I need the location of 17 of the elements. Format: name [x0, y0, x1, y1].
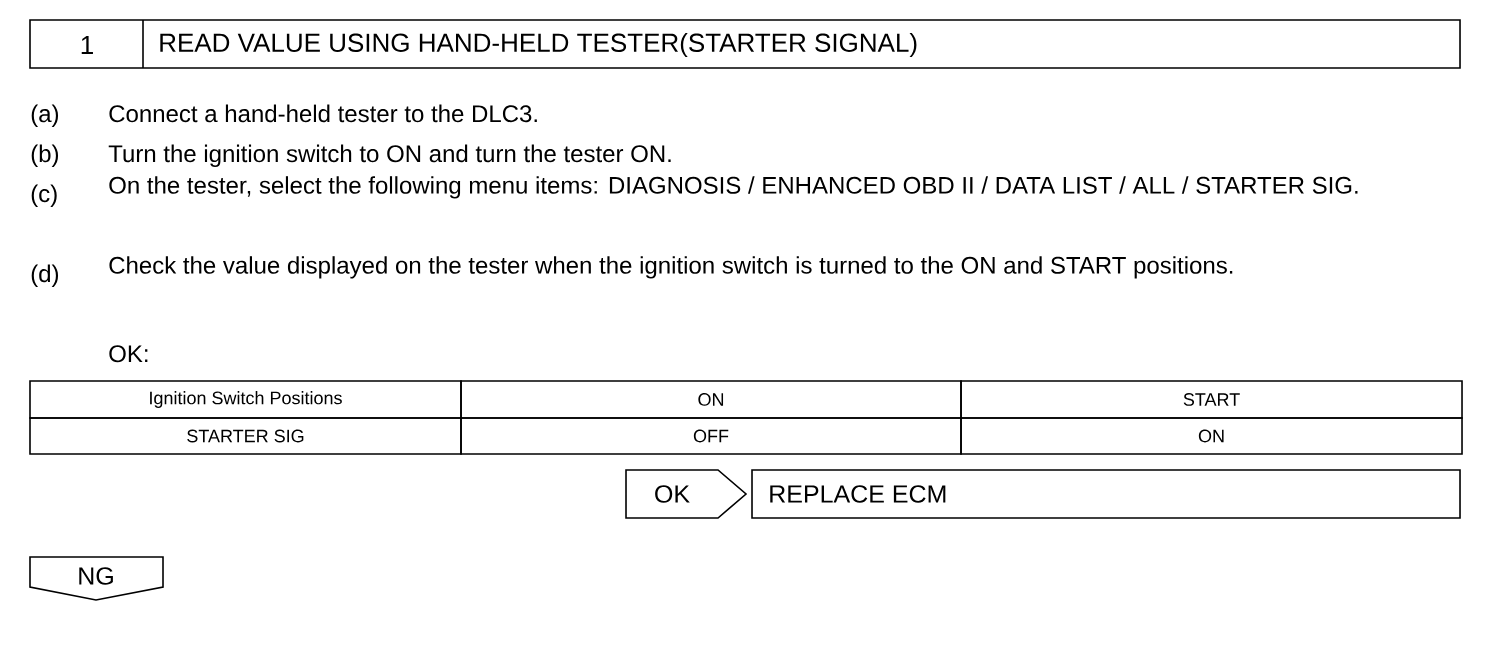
- table-cell: ON: [460, 380, 962, 419]
- instruction-text: Connect a hand-held tester to the DLC3.: [109, 104, 537, 123]
- instruction-text: Check the value displayed on the tester when the ignition switch is turned to the ON and START positions.: [109, 256, 1233, 279]
- list-marker: (d): [31, 264, 59, 287]
- list-marker: (c): [31, 184, 57, 207]
- list-marker: (b): [31, 144, 59, 167]
- table-cell: OFF: [460, 417, 962, 455]
- note-text: OK:: [109, 345, 148, 363]
- table-cell: ON: [960, 417, 1463, 455]
- table-cell: Ignition Switch Positions: [29, 380, 462, 419]
- table-cell: START: [960, 380, 1463, 419]
- instruction-text: Turn the ignition switch to ON and turn the tester ON.: [108, 144, 671, 167]
- result-box: REPLACE ECM: [751, 469, 1461, 519]
- table-cell: STARTER SIG: [29, 417, 462, 455]
- list-marker: (a): [31, 104, 59, 127]
- instruction-text: On the tester, select the following menu items: DIAGNOSIS / ENHANCED OBD II / DATA LIST / ALL / STARTER SIG.: [109, 176, 1358, 199]
- step-header-box: 1 READ VALUE USING HAND-HELD TESTER(STARTER SIGNAL): [29, 19, 1461, 69]
